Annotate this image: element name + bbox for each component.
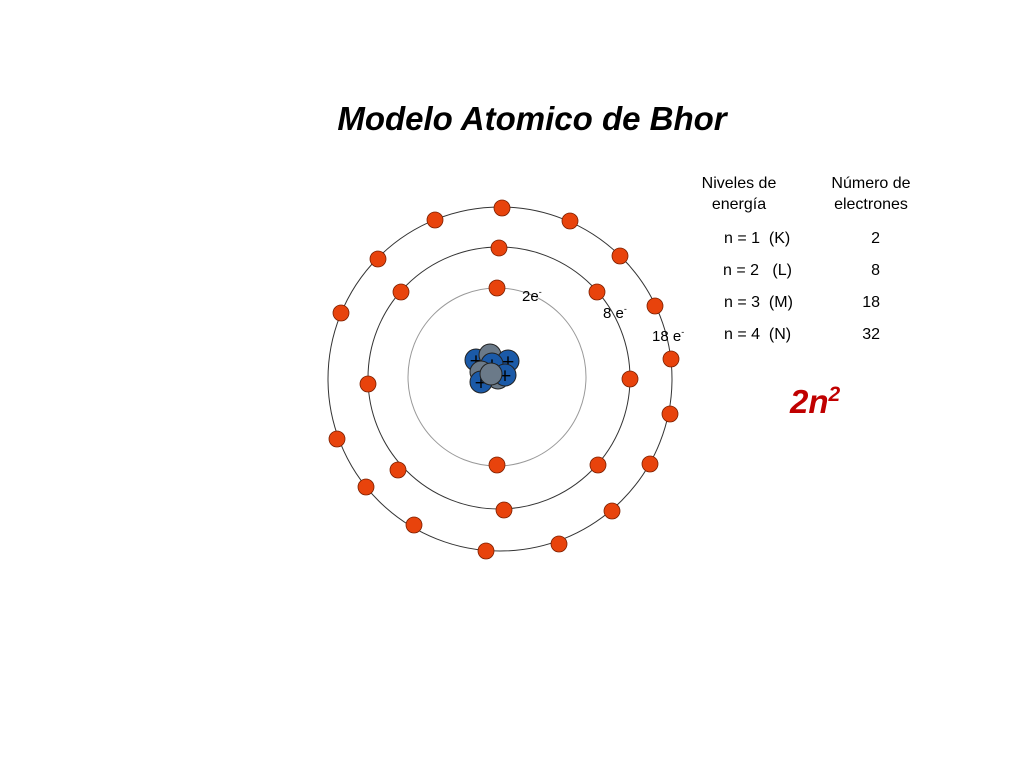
electron — [369, 250, 387, 268]
row-level-2: n = 2 (L) — [723, 262, 792, 279]
electron — [589, 456, 607, 474]
electron — [332, 304, 350, 322]
electron — [493, 199, 511, 217]
row-count-4: 32 — [862, 326, 880, 343]
electron — [662, 350, 680, 368]
electrons — [328, 199, 680, 560]
electron — [490, 239, 508, 257]
electron — [621, 370, 639, 388]
row-count-1: 2 — [871, 230, 880, 247]
orbit-label-k: 2e- — [522, 287, 542, 305]
orbit-label-m: 18 e- — [652, 327, 685, 345]
electron — [426, 211, 444, 229]
electron — [392, 283, 410, 301]
electron — [495, 501, 513, 519]
electron — [561, 212, 579, 230]
orbit-label-l: 8 e- — [603, 304, 627, 322]
electron — [646, 297, 664, 315]
electron — [328, 430, 346, 448]
electron — [603, 502, 621, 520]
electron — [405, 516, 423, 534]
electron — [588, 283, 606, 301]
electron — [611, 247, 629, 265]
row-level-4: n = 4 (N) — [724, 326, 792, 343]
page-title: Modelo Atomico de Bhor — [337, 100, 727, 137]
electron — [661, 405, 679, 423]
header-electrons: Número de electrones — [831, 175, 911, 213]
row-level-3: n = 3 (M) — [724, 294, 793, 311]
electron — [477, 542, 495, 560]
electron — [641, 455, 659, 473]
electron — [488, 279, 506, 297]
electron — [359, 375, 377, 393]
row-count-2: 8 — [871, 262, 880, 279]
row-count-3: 18 — [862, 294, 880, 311]
electron — [550, 535, 568, 553]
header-levels: Niveles de energía — [701, 175, 777, 213]
neutron — [479, 362, 503, 386]
electron — [389, 461, 407, 479]
electron — [488, 456, 506, 474]
nucleus: +++++ — [464, 343, 520, 394]
electron — [357, 478, 375, 496]
row-level-1: n = 1 (K) — [724, 230, 791, 247]
formula-2n2: 2n2 — [790, 383, 841, 420]
